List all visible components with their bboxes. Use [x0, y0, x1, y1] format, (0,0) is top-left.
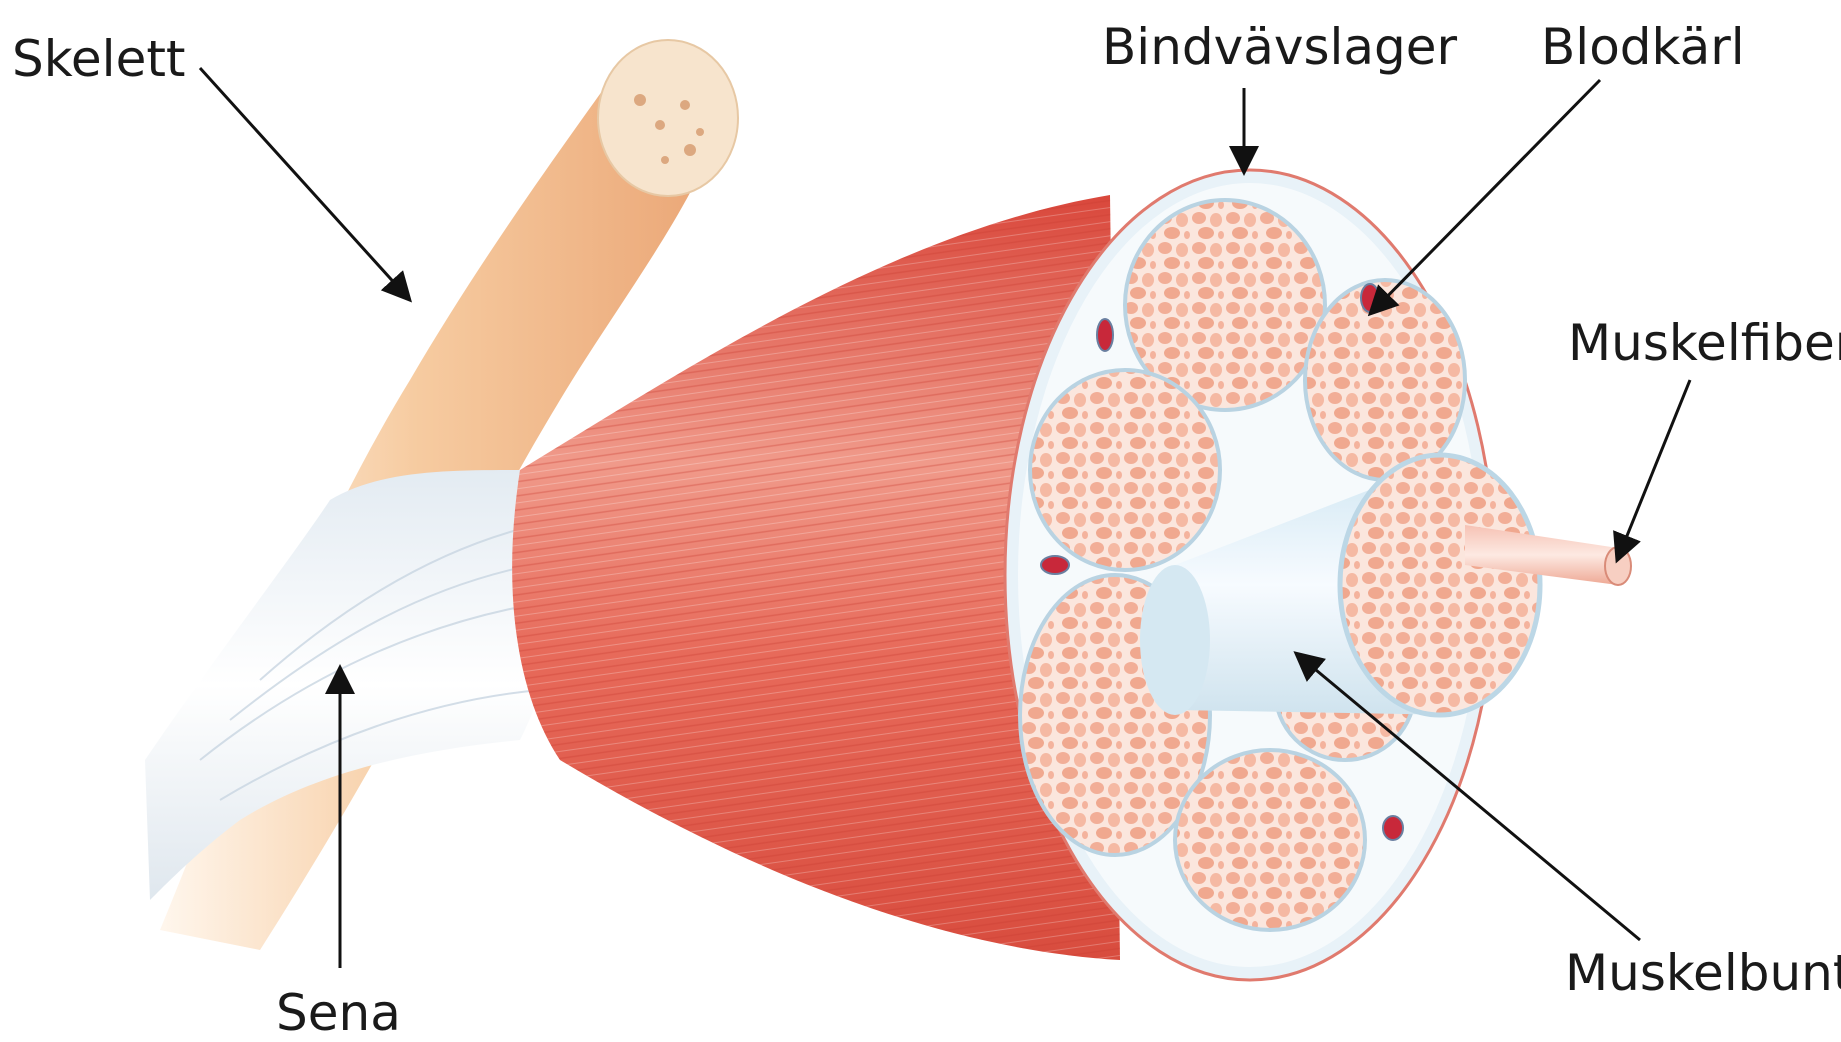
- arrow-skelett: [200, 68, 408, 298]
- label-blodkarl: Blodkärl: [1541, 22, 1745, 72]
- arrow-blodkarl: [1372, 80, 1600, 312]
- arrow-muskelfiber: [1618, 380, 1690, 558]
- bone-cross-section: [598, 40, 738, 196]
- label-bindvavslager: Bindvävslager: [1102, 22, 1457, 72]
- label-muskelfiber: Muskelfiber: [1568, 318, 1841, 368]
- label-muskelbunt: Muskelbunt: [1565, 948, 1841, 998]
- label-sena: Sena: [276, 988, 401, 1038]
- label-skelett: Skelett: [12, 34, 186, 84]
